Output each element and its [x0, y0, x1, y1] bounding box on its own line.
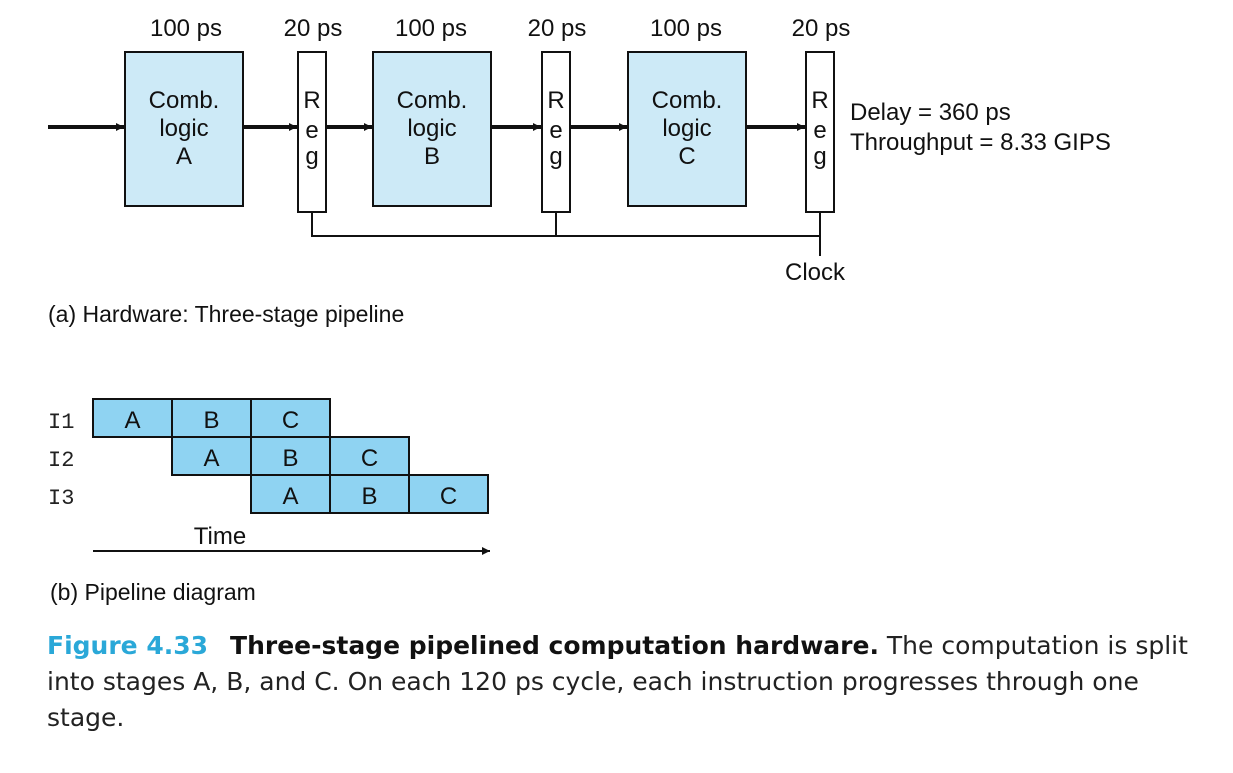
clock-wire: [311, 212, 821, 256]
comb-c-line-3: C: [678, 143, 695, 170]
reg-3-delay-label: 20 ps: [792, 15, 851, 42]
stage-label-i3-a: A: [282, 483, 298, 510]
comb-logic-a-block: [124, 51, 244, 207]
comb-a-line-2: logic: [159, 115, 208, 142]
reg-1-letter-e: e: [305, 117, 318, 144]
time-label: Time: [194, 523, 246, 550]
stage-label-i2-b: B: [282, 445, 298, 472]
figure-caption-text: The computation is split into stages A, …: [47, 631, 1188, 732]
reg-2-delay-label: 20 ps: [528, 15, 587, 42]
comb-a-delay-label: 100 ps: [150, 15, 222, 42]
row-label-i1: I1: [48, 410, 74, 435]
comb-b-line-3: B: [424, 143, 440, 170]
comb-b-line-1: Comb.: [397, 87, 468, 114]
reg-3-letter-g: g: [813, 143, 826, 170]
comb-b-delay-label: 100 ps: [395, 15, 467, 42]
stage-label-i3-b: B: [361, 483, 377, 510]
comb-b-line-2: logic: [407, 115, 456, 142]
delay-text: Delay = 360 ps: [850, 99, 1011, 126]
stage-label-i2-a: A: [203, 445, 219, 472]
stage-cell-i2-c: [329, 436, 410, 476]
stage-cell-i3-b: [329, 474, 410, 514]
hardware-diagram: 100 ps 20 ps 100 ps 20 ps 100 ps 20 ps C…: [48, 15, 1111, 327]
reg-3-letter-r: R: [811, 87, 828, 114]
comb-logic-c-block: [627, 51, 747, 207]
stage-cell-i1-b: [171, 398, 252, 438]
register-3: [805, 51, 835, 213]
row-label-i3: I3: [48, 486, 74, 511]
comb-a-line-3: A: [176, 143, 192, 170]
reg-2-letter-g: g: [549, 143, 562, 170]
figure-caption: Figure 4.33 Three-stage pipelined computa…: [47, 628, 1207, 736]
comb-c-line-1: Comb.: [652, 87, 723, 114]
reg-2-letter-r: R: [547, 87, 564, 114]
comb-logic-b-block: [372, 51, 492, 207]
reg-1-letter-g: g: [305, 143, 318, 170]
stage-label-i1-b: B: [203, 407, 219, 434]
reg-3-letter-e: e: [813, 117, 826, 144]
clock-label: Clock: [785, 259, 846, 286]
hardware-subcaption: (a) Hardware: Three-stage pipeline: [48, 301, 404, 327]
stage-cell-i3-c: [408, 474, 489, 514]
stage-cell-i1-a: [92, 398, 173, 438]
reg-2-letter-e: e: [549, 117, 562, 144]
pipeline-figure: 100 ps 20 ps 100 ps 20 ps 100 ps 20 ps C…: [48, 15, 1111, 605]
stage-cell-i2-a: [171, 436, 252, 476]
comb-c-delay-label: 100 ps: [650, 15, 722, 42]
stage-label-i1-a: A: [124, 407, 140, 434]
comb-c-line-2: logic: [662, 115, 711, 142]
figure-number: Figure 4.33: [47, 631, 209, 660]
comb-a-line-1: Comb.: [149, 87, 220, 114]
reg-1-letter-r: R: [303, 87, 320, 114]
stage-cell-i3-a: [250, 474, 331, 514]
figure-title: Three-stage pipelined computation hardwa…: [230, 631, 879, 660]
row-label-i2: I2: [48, 448, 74, 473]
throughput-text: Throughput = 8.33 GIPS: [850, 129, 1111, 156]
pipeline-subcaption: (b) Pipeline diagram: [50, 579, 256, 605]
stage-label-i1-c: C: [282, 407, 299, 434]
stage-label-i3-c: C: [440, 483, 457, 510]
stage-label-i2-c: C: [361, 445, 378, 472]
register-1: [297, 51, 327, 213]
reg-1-delay-label: 20 ps: [284, 15, 343, 42]
